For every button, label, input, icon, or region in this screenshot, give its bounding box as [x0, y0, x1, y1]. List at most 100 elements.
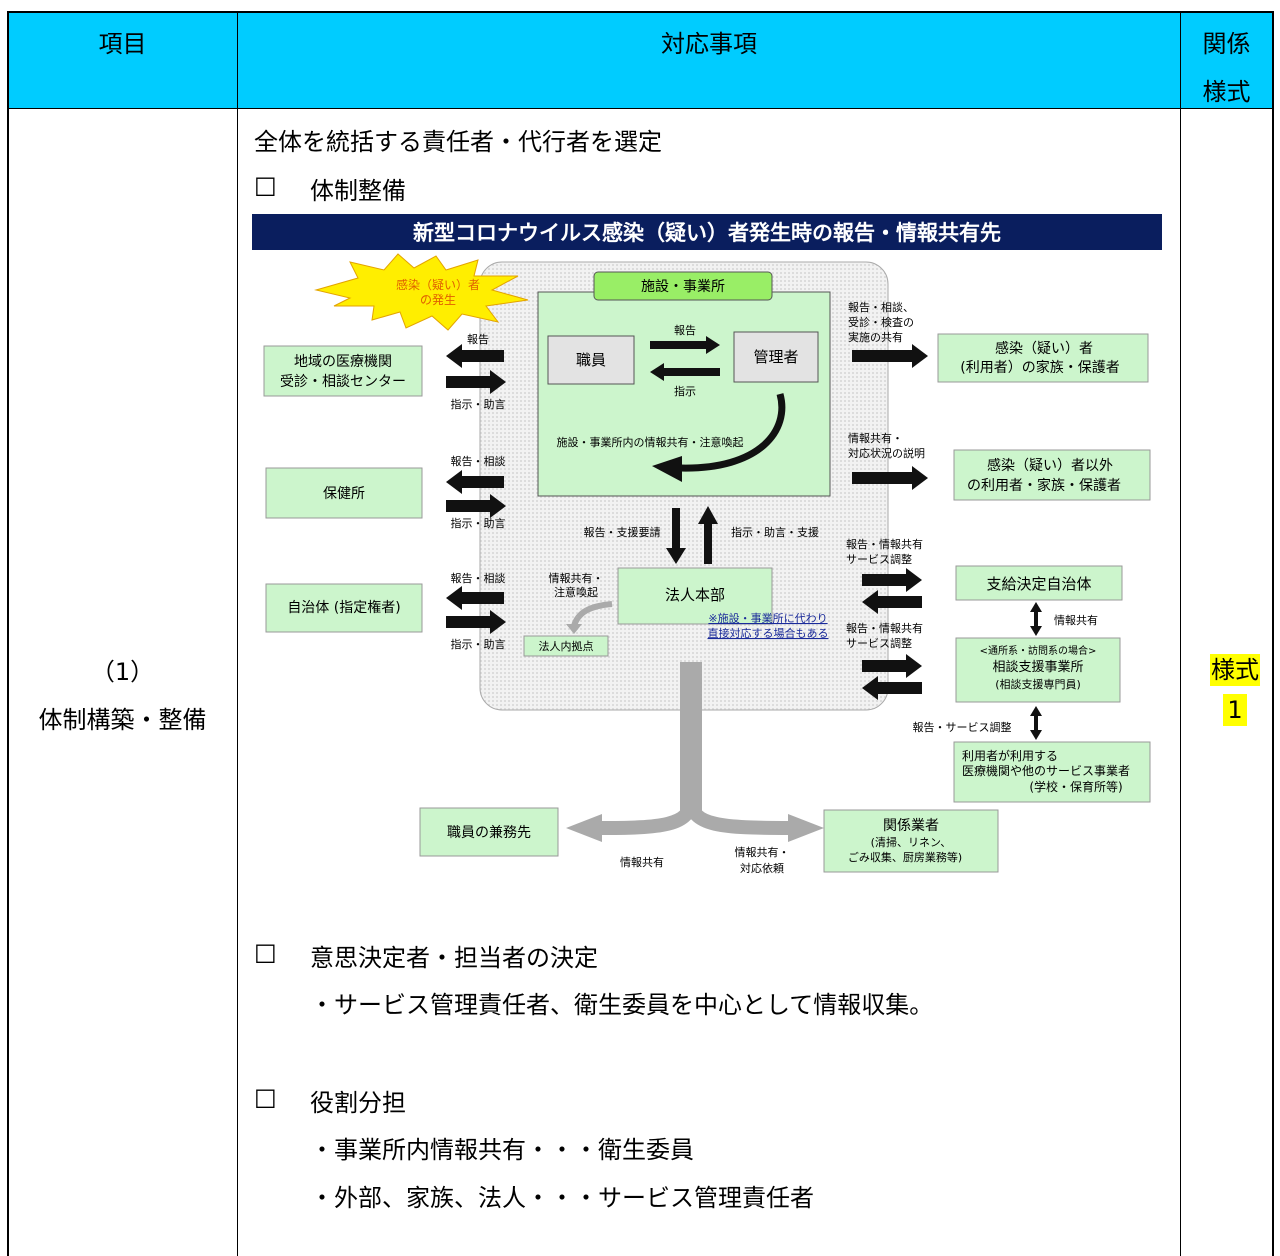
svc-arrows-2 [862, 654, 922, 700]
checkbox-icon: □ [254, 1083, 277, 1111]
header-forms-label-2: 様式 [1202, 78, 1251, 106]
manager-box [733, 331, 819, 383]
form-number: 1 [1223, 694, 1247, 726]
svc2-note-2: サービス調整 [846, 636, 912, 650]
report-svc-label: 報告・サービス調整 [913, 720, 1012, 734]
section-heading-decision: 意思決定者・担当者の決定 [310, 944, 598, 972]
arrow-up [698, 506, 718, 564]
burst-text-2: の発生 [420, 293, 456, 307]
health-center-label: 保健所 [323, 486, 365, 502]
curved-arrow-head [652, 456, 682, 482]
gray-trunk [680, 662, 702, 812]
label-report-1: 報告 [467, 333, 489, 346]
label-vendor-1: 情報共有・ [735, 845, 790, 859]
share-alert-1: 情報共有・ [549, 571, 604, 585]
section-heading-roles: 役割分担 [310, 1089, 406, 1117]
family-label-1: 感染（疑い）者 [995, 340, 1093, 357]
arrow-left [650, 363, 720, 381]
support-muni-box [955, 565, 1123, 601]
label-instruct-1: 指示・助言 [451, 397, 506, 411]
vendors-label-2: (清掃、リネン、 [871, 835, 952, 849]
item-number: （1） [90, 658, 155, 686]
diagram-title: 新型コロナウイルス感染（疑い）者発生時の報告・情報共有先 [413, 221, 1001, 245]
staff-side-box [419, 807, 559, 857]
consult-label-1: 相談支援事業所 [992, 659, 1083, 675]
label-vendor-2: 対応依頼 [740, 861, 784, 875]
municipality-box [265, 583, 423, 633]
checkbox-icon: □ [254, 171, 277, 199]
arrow-to-family [852, 344, 928, 368]
consult-label-2: (相談支援専門員) [995, 677, 1081, 691]
medical-label-1: 地域の医療機関 [294, 353, 392, 370]
diagram-title-bar [252, 214, 1162, 250]
family-note-2: 受診・検査の [848, 315, 914, 329]
item-label: 体制構築・整備 [38, 706, 207, 734]
table-border-left [7, 11, 9, 1256]
family-note-1: 報告・相談、 [848, 300, 914, 314]
support-muni-label: 支給決定自治体 [986, 575, 1091, 593]
vendors-label-3: ごみ収集、厨房業務等) [848, 850, 962, 864]
arrow-to-others [852, 466, 928, 490]
consult-box [955, 637, 1121, 703]
burst-text-1: 感染（疑い）者 [396, 277, 480, 292]
checkbox-icon: □ [254, 938, 277, 966]
label-instruct-3: 指示・助言 [451, 637, 506, 651]
family-box [937, 333, 1149, 383]
other-provider-2: 医療機関や他のサービス事業者 [962, 763, 1130, 778]
svc-note-2: サービス調整 [846, 552, 912, 566]
table-column-divider-1 [237, 11, 238, 1256]
header-forms-label-1: 関係 [1202, 30, 1251, 58]
header-cell-item [8, 12, 237, 108]
staff-label: 職員 [576, 351, 606, 369]
report-label: 報告 [674, 324, 696, 337]
gray-branch-right [684, 799, 791, 835]
header-item-label: 項目 [98, 30, 147, 58]
table-border-right [1272, 11, 1274, 1256]
staff-box [547, 335, 635, 385]
facility-tab-label: 施設・事業所 [641, 279, 725, 295]
others-box [953, 449, 1151, 501]
share-label: 情報共有 [1054, 613, 1098, 627]
vendors-label-1: 関係業者 [883, 818, 939, 834]
label-report-support: 報告・支援要請 [584, 525, 661, 539]
label-report-2: 報告・相談 [451, 454, 506, 468]
label-instruct-support: 指示・助言・支援 [731, 525, 819, 539]
header-cell-measures [238, 12, 1180, 108]
svc2-note-1: 報告・情報共有 [846, 621, 923, 635]
hq-note-1: ※施設・事業所に代わり [708, 611, 827, 625]
facility-tab [593, 271, 773, 301]
hq-label: 法人本部 [665, 586, 725, 604]
left-arrows-1 [446, 344, 506, 394]
other-provider-3: (学校・保育所等) [1029, 779, 1122, 794]
family-note-3: 実施の共有 [848, 330, 903, 344]
form-label: 様式 [1210, 654, 1260, 686]
arrow-right [650, 336, 720, 354]
left-arrows-3 [446, 586, 506, 634]
share-vertical-arrow [1030, 602, 1042, 636]
svc-note-1: 報告・情報共有 [846, 537, 923, 551]
header-measures-label: 対応事項 [661, 30, 757, 58]
municipality-label: 自治体 (指定権者) [287, 599, 400, 616]
others-note-2: 対応状況の説明 [848, 446, 925, 460]
manager-label: 管理者 [753, 348, 798, 366]
health-center-box [265, 467, 423, 519]
label-info-share: 情報共有 [620, 855, 664, 869]
corp-base-box [523, 635, 609, 657]
others-note-1: 情報共有・ [848, 431, 903, 445]
section-heading-setup: 体制整備 [310, 177, 406, 205]
intro-text: 全体を統括する責任者・代行者を選定 [254, 128, 662, 156]
corp-base-label: 法人内拠点 [539, 639, 594, 653]
vendors-box [823, 809, 999, 873]
gray-curve-arrow [571, 601, 613, 628]
section-roles-detail-1: ・事業所内情報共有・・・衛生委員 [310, 1136, 694, 1164]
hq-box [617, 567, 773, 625]
staff-side-label: 職員の兼務先 [447, 825, 531, 841]
others-label-2: の利用者・家族・保護者 [967, 477, 1121, 494]
curved-arrow [679, 393, 786, 472]
other-provider-1: 利用者が利用する [962, 748, 1058, 763]
svc-arrows-1 [862, 568, 922, 614]
gray-branch-left [599, 799, 698, 835]
hq-note-2: 直接対応する場合もある [708, 626, 829, 640]
section-roles-detail-2: ・外部、家族、法人・・・サービス管理責任者 [310, 1184, 814, 1212]
share-alert-2: 注意喚起 [554, 585, 598, 599]
